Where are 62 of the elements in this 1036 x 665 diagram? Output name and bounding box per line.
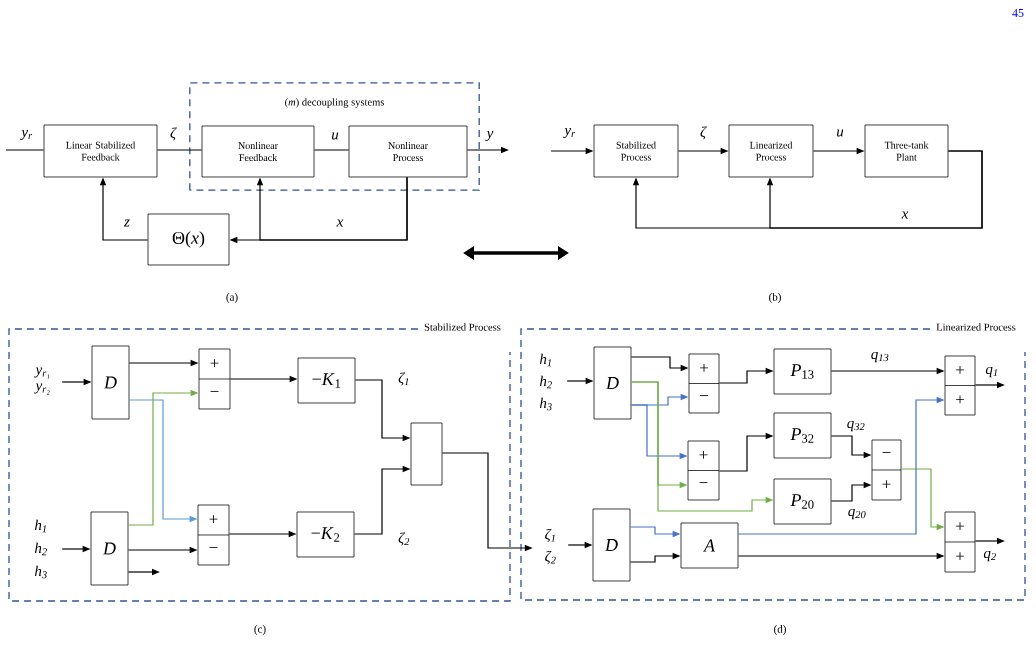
edge-label: u xyxy=(837,129,844,137)
process-box: Linear Stabilized Feedback xyxy=(43,124,158,178)
empty-box xyxy=(410,422,443,486)
process-box: P$_{13}$ xyxy=(773,348,832,395)
arrow xyxy=(256,176,408,241)
signal-label: h$_{1}$ xyxy=(34,519,46,533)
edge-label: q$_{1}$ xyxy=(985,366,997,378)
signal-label: h$_{2}$ xyxy=(34,542,47,556)
signal-label: y$_{r₂}$ xyxy=(34,383,50,395)
subfigure-caption: (d) xyxy=(774,625,786,635)
process-box: Nonlinear Feedback xyxy=(201,125,315,178)
process-box: P$_{32}$ xyxy=(773,412,832,459)
signal-label: ζ$_{1}$ xyxy=(545,528,555,543)
signal-label: h$_{3}$ xyxy=(34,565,47,579)
summing-junction: − + xyxy=(871,439,902,501)
signal-label: h$_{1}$ xyxy=(539,353,551,367)
edge-label: q$_{32}$ xyxy=(847,420,865,432)
process-box: D xyxy=(91,345,130,420)
summing-junction: + − xyxy=(198,348,231,410)
edge-label: q$_{13}$ xyxy=(871,351,889,363)
edge-label: ζ xyxy=(700,126,707,140)
edge-label: ζ$_{1}$ xyxy=(398,372,409,386)
edge-label: q$_{2}$ xyxy=(983,550,996,562)
arrow xyxy=(632,150,983,229)
process-box: Stabilized Process xyxy=(593,124,679,178)
summing-junction: + + xyxy=(944,355,976,416)
subfigure-caption: (b) xyxy=(769,293,781,303)
subfigure-caption: (a) xyxy=(226,293,238,303)
edge-label: u xyxy=(332,132,339,140)
process-box: Three-tank Plant xyxy=(864,124,949,178)
page-number: 45 xyxy=(1012,9,1024,17)
process-box: D xyxy=(90,511,129,586)
edge-label: y$_{r}$ xyxy=(20,129,33,141)
process-box: Nonlinear Process xyxy=(348,125,468,178)
process-box: A xyxy=(680,522,739,569)
edge-label: y$_{r}$ xyxy=(563,127,576,139)
process-box: Linearized Process xyxy=(728,124,814,178)
connector-line xyxy=(156,149,203,151)
summing-junction: + − xyxy=(688,353,720,414)
process-box: −K$_{1}$ xyxy=(297,357,356,404)
process-box: D xyxy=(593,346,632,420)
edge-label: q$_{20}$ xyxy=(848,508,866,520)
edge-label: y xyxy=(485,130,494,142)
connector-line xyxy=(5,149,45,151)
edge-label: ζ xyxy=(170,127,177,141)
subfigure-caption: (c) xyxy=(254,625,266,635)
connector-line xyxy=(313,149,350,151)
edge-label: x xyxy=(336,219,344,227)
summing-junction: + − xyxy=(197,504,230,566)
process-box: D xyxy=(592,508,631,582)
summing-junction: + + xyxy=(944,511,976,573)
signal-label: ζ$_{2}$ xyxy=(545,550,556,565)
signal-label: y$_{r₁}$ xyxy=(34,367,50,379)
signal-label: h$_{3}$ xyxy=(539,397,552,411)
edge-label: ζ$_{2}$ xyxy=(398,532,410,546)
summing-junction: + − xyxy=(687,440,720,501)
edge-label: x xyxy=(901,211,909,219)
process-box: −K$_{2}$ xyxy=(296,511,355,558)
edge-label: z xyxy=(123,219,130,227)
process-box: Θ(x) xyxy=(147,213,230,266)
process-box: P$_{20}$ xyxy=(773,478,832,525)
signal-label: h$_{2}$ xyxy=(539,375,552,389)
